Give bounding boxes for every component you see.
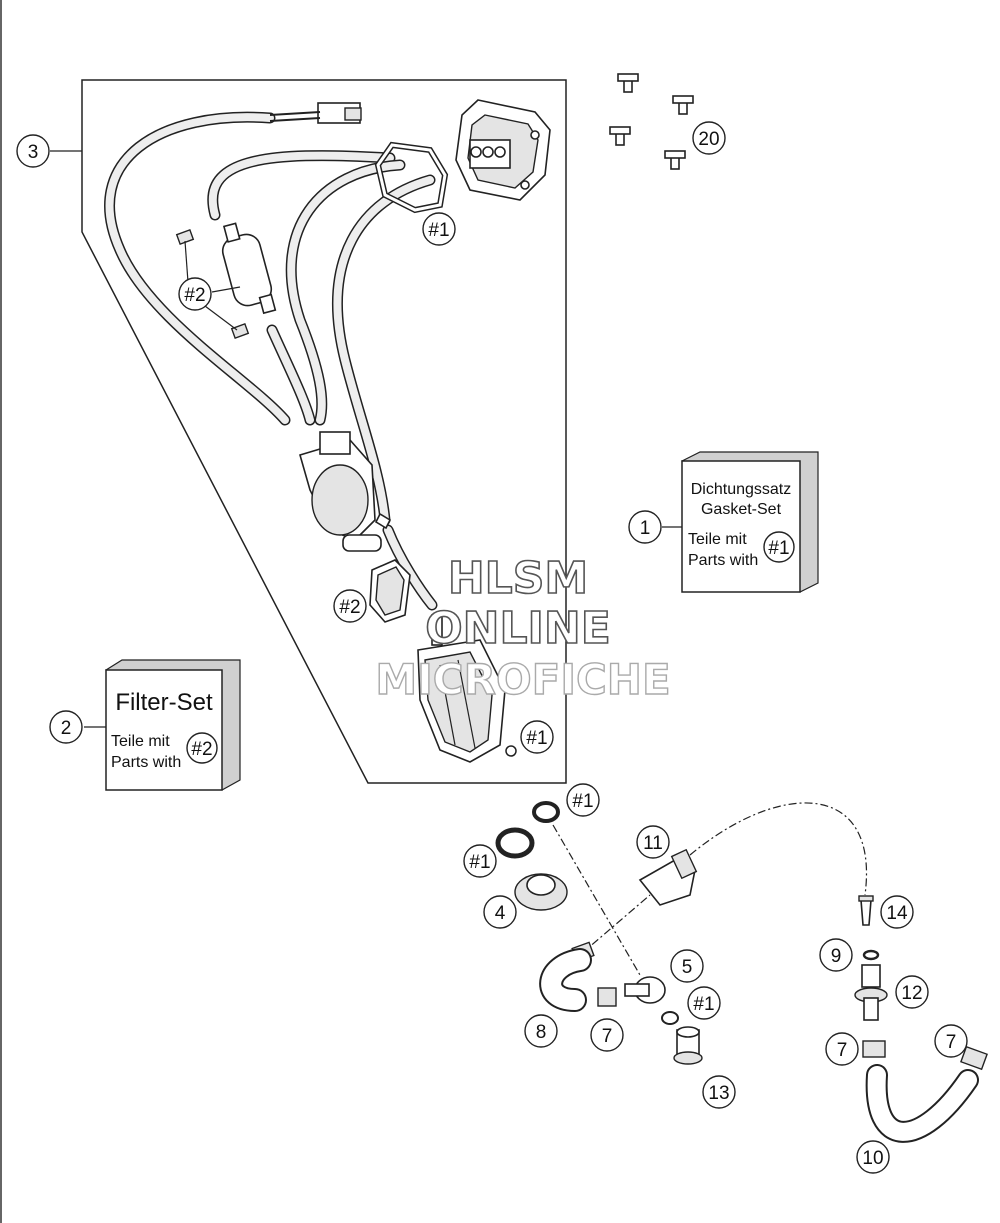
svg-text:3: 3	[28, 142, 39, 163]
svg-text:7: 7	[946, 1032, 957, 1053]
clamp-7a	[597, 987, 617, 1007]
callout-7-right: 7	[934, 1024, 968, 1058]
svg-text:#1: #1	[469, 852, 490, 873]
screws-20	[609, 73, 694, 170]
filter-ref: #2	[191, 739, 212, 760]
callout-7-left: 7	[590, 1018, 624, 1052]
banjo-fitting-5	[624, 976, 666, 1004]
small-o-ring	[505, 745, 517, 757]
callout-14: 14	[880, 895, 914, 929]
filter-hose-clips	[175, 229, 250, 339]
pin-14	[858, 895, 874, 926]
callout-h1-banjo: #1	[687, 986, 721, 1020]
nipple-12	[854, 964, 888, 1021]
watermark-line1: HLSM	[448, 553, 588, 604]
banjo-bolt-13	[673, 1026, 703, 1065]
fuel-filter-canister	[417, 614, 506, 763]
callout-h1-flange: #1	[422, 212, 456, 246]
svg-text:7: 7	[837, 1040, 848, 1061]
svg-text:10: 10	[862, 1148, 883, 1169]
o-ring-middle	[495, 827, 535, 859]
o-ring-upper	[532, 801, 560, 823]
o-ring-9	[862, 949, 880, 961]
svg-text:#2: #2	[339, 597, 360, 618]
clamp-7b	[862, 1040, 886, 1058]
gasket-line4: Parts with	[688, 552, 758, 569]
clamp-7c	[960, 1045, 988, 1071]
svg-text:#1: #1	[526, 728, 547, 749]
wiring-connector	[269, 102, 362, 124]
watermark-line2: ONLINE	[425, 603, 611, 654]
o-ring-lower	[661, 1011, 679, 1025]
svg-text:14: 14	[886, 903, 908, 924]
elbow-hose-8	[539, 948, 592, 1012]
gasket-line1: Dichtungssatz	[691, 481, 792, 498]
svg-text:#2: #2	[184, 285, 205, 306]
callout-3: 3	[16, 134, 50, 168]
callout-7-mid: 7	[825, 1032, 859, 1066]
callout-20: 20	[692, 121, 726, 155]
flange-gasket	[374, 141, 449, 214]
fuel-hose-lines	[104, 111, 438, 611]
inline-fuel-filter	[221, 222, 277, 315]
callout-4: 4	[483, 895, 517, 929]
svg-text:5: 5	[682, 957, 693, 978]
gasket-line2: Gasket-Set	[701, 501, 782, 518]
filter-line2: Parts with	[111, 754, 181, 771]
part-4-flange	[514, 873, 568, 911]
svg-text:1: 1	[640, 518, 651, 539]
callout-8: 8	[524, 1014, 558, 1048]
callout-h2-filter: #2	[178, 277, 212, 311]
hose-10	[865, 1064, 979, 1143]
svg-text:20: 20	[698, 129, 719, 150]
svg-text:12: 12	[901, 983, 922, 1004]
callout-h2-strainer: #2	[333, 589, 367, 623]
leader-lines	[50, 150, 684, 728]
gasket-ref: #1	[768, 538, 789, 559]
svg-text:2: 2	[61, 718, 72, 739]
callout-1: 1	[628, 510, 662, 544]
pump-flange	[455, 99, 551, 201]
svg-text:8: 8	[536, 1022, 547, 1043]
assembly-3-frame	[81, 79, 567, 784]
pump-strainer	[369, 559, 411, 623]
callout-10: 10	[856, 1140, 890, 1174]
watermark-line3: MICROFICHE	[375, 655, 670, 704]
svg-text:11: 11	[643, 833, 663, 854]
filter-title: Filter-Set	[115, 689, 213, 716]
callout-h1-oring-upper: #1	[566, 783, 600, 817]
quick-connector-11	[638, 848, 698, 906]
watermark: HLSM ONLINE MICROFICHE	[375, 552, 672, 705]
fuel-pump	[299, 431, 392, 552]
callout-13: 13	[702, 1075, 736, 1109]
callout-9: 9	[819, 938, 853, 972]
callout-2: 2	[49, 710, 83, 744]
svg-text:#1: #1	[693, 994, 714, 1015]
filter-line1: Teile mit	[111, 733, 170, 750]
filter-set-box: Filter-Set Teile mit Parts with #2	[105, 659, 241, 791]
svg-text:7: 7	[602, 1026, 613, 1047]
callout-h1-canister: #1	[520, 720, 554, 754]
svg-text:#1: #1	[428, 220, 449, 241]
callout-5: 5	[670, 949, 704, 983]
callout-11: 11	[636, 825, 670, 859]
svg-text:9: 9	[831, 946, 842, 967]
gasket-line3: Teile mit	[688, 531, 747, 548]
callout-h1-oring-middle: #1	[463, 844, 497, 878]
gasket-set-box: Dichtungssatz Gasket-Set Teile mit Parts…	[681, 451, 819, 593]
svg-text:4: 4	[495, 903, 506, 924]
svg-text:13: 13	[708, 1083, 729, 1104]
callout-12: 12	[895, 975, 929, 1009]
svg-text:#1: #1	[572, 791, 593, 812]
